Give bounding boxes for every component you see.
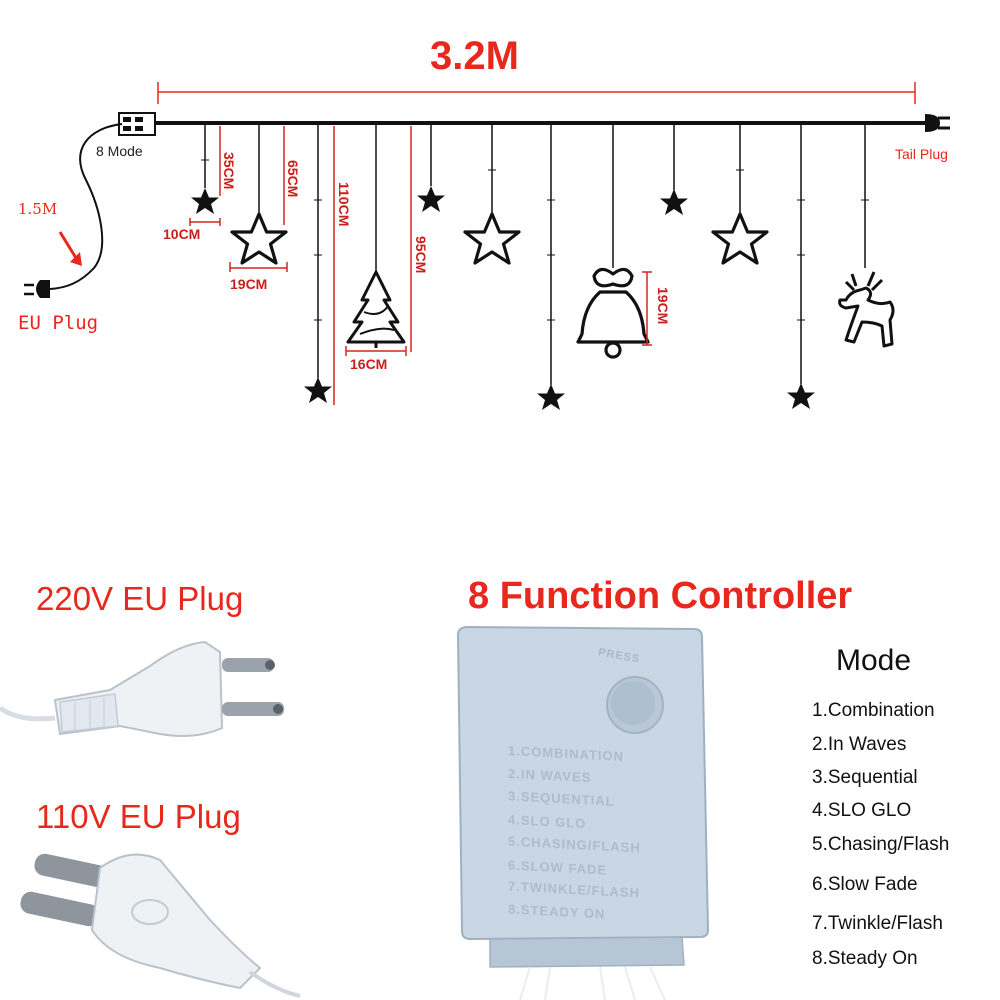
lead-arrow-icon <box>58 231 82 266</box>
plug-220-heading: 220V EU Plug <box>36 580 244 617</box>
plug-110-heading: 110V EU Plug <box>36 798 241 835</box>
controller-heading: 8 Function Controller <box>468 575 853 617</box>
eu-plug-label: EU Plug <box>18 312 99 334</box>
mode-item-1: 1.Combination <box>812 700 935 721</box>
star-icon <box>787 383 815 409</box>
lead-length-label: 1.5M <box>18 200 58 218</box>
dim-65cm: 65CM <box>285 160 301 198</box>
mode-item-7: 7.Twinkle/Flash <box>812 913 943 934</box>
eu-plug-small-icon <box>24 280 50 298</box>
length-dimension <box>157 82 916 104</box>
eu-plug-220-icon <box>0 640 284 737</box>
mode-item-8: 8.Steady On <box>812 948 918 969</box>
controller-box-icon <box>118 112 156 136</box>
star-icon <box>304 377 332 403</box>
dim-35cm: 35CM <box>221 152 237 190</box>
star-outline-icon <box>711 212 769 265</box>
mode-item-3: 3.Sequential <box>812 767 918 788</box>
dim-10cm: 10CM <box>163 226 201 242</box>
star-icon <box>191 188 219 214</box>
dim-19cm-bell: 19CM <box>655 287 671 325</box>
mode-item-6: 6.Slow Fade <box>812 874 918 895</box>
mode-heading: Mode <box>836 644 912 677</box>
star-icon <box>417 186 445 212</box>
mode-item-5: 5.Chasing/Flash <box>812 834 950 855</box>
controller-box-photo <box>456 625 710 1000</box>
reindeer-icon <box>838 271 895 348</box>
dim-110cm: 110CM <box>336 182 352 227</box>
dim-16cm: 16CM <box>350 356 388 372</box>
dim-19cm-star: 19CM <box>230 276 268 292</box>
dim-95cm: 95CM <box>413 236 429 274</box>
tail-plug-label: Tail Plug <box>895 146 948 162</box>
star-icon <box>660 189 688 215</box>
mode-item-2: 2.In Waves <box>812 734 907 755</box>
tree-icon <box>346 270 406 348</box>
curtain-light-diagram <box>24 82 950 410</box>
star-icon <box>537 384 565 410</box>
mode-item-4: 4.SLO GLO <box>812 800 912 821</box>
eu-plug-110-icon <box>20 853 301 998</box>
tail-plug-icon <box>925 114 950 132</box>
star-outline-icon <box>463 212 521 265</box>
controller-label: 8 Mode <box>96 143 143 159</box>
string-ticks <box>201 159 869 321</box>
lead-wire <box>49 123 123 290</box>
star-outline-icon <box>230 212 288 265</box>
dimension-marks <box>189 126 652 405</box>
bell-icon <box>576 267 650 359</box>
pendant-strings <box>204 123 866 385</box>
total-length-label: 3.2M <box>430 34 519 78</box>
